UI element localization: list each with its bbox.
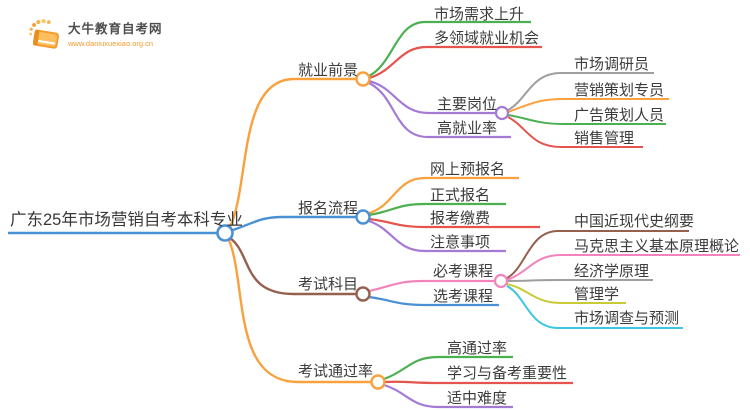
edge-to-required-courses (368, 279, 495, 293)
node-modern-chinese-history[interactable]: 中国近现代史纲要 (574, 213, 695, 230)
edge-to-economics-principles (506, 279, 653, 282)
node-multi-field-opportunities[interactable]: 多领域就业机会 (434, 30, 540, 47)
node-market-demand-rising[interactable]: 市场需求上升 (434, 6, 525, 23)
node-required-courses[interactable]: 必考课程 (433, 263, 494, 280)
node-market-research-forecast[interactable]: 市场调查与预测 (574, 310, 680, 327)
site-name[interactable]: 大牛教育自考网 (68, 22, 163, 36)
edge-to-management (506, 283, 626, 304)
node-notes[interactable]: 注意事项 (430, 234, 491, 251)
edge-to-modern-chinese-history (506, 230, 689, 279)
node-sales-management[interactable]: 销售管理 (574, 130, 635, 147)
edge-to-high-employment-rate (368, 82, 511, 139)
edge-to-marketing-planner (507, 98, 669, 113)
node-registration-process[interactable]: 报名流程 (298, 200, 359, 217)
node-online-pre-registration[interactable]: 网上预报名 (430, 161, 506, 178)
edge-to-sales-management (507, 116, 643, 148)
node-study-importance[interactable]: 学习与备考重要性 (447, 365, 568, 382)
edge-to-main-positions (368, 79, 495, 115)
site-logo[interactable]: 大牛教育自考网 www.daniuxuexiao.org.cn (26, 14, 163, 52)
node-main-positions[interactable]: 主要岗位 (437, 96, 498, 113)
node-toggle-pass-rate[interactable] (370, 374, 386, 390)
edge-to-moderate-difficulty (383, 383, 513, 409)
node-management[interactable]: 管理学 (574, 286, 620, 303)
edge-root-to-job-prospects (228, 77, 356, 228)
node-elective-courses[interactable]: 选考课程 (433, 288, 494, 305)
node-root[interactable]: 广东25年市场营销自考本科专业 (10, 211, 243, 229)
edge-to-elective-courses (368, 295, 499, 307)
node-toggle-registration-process[interactable] (355, 209, 371, 225)
node-registration-payment[interactable]: 报考缴费 (430, 210, 491, 227)
node-toggle-exam-subjects[interactable] (355, 286, 371, 302)
edge-to-multi-field-opportunities (368, 45, 542, 80)
edge-to-study-importance (383, 380, 573, 385)
node-moderate-difficulty[interactable]: 适中难度 (447, 390, 508, 407)
edge-to-market-demand-rising (368, 20, 531, 77)
node-high-pass-rate[interactable]: 高通过率 (447, 340, 508, 357)
edge-to-online-pre-registration (368, 176, 519, 215)
node-marketing-planner[interactable]: 营销策划专员 (574, 82, 665, 99)
book-icon (29, 18, 60, 49)
edge-to-high-pass-rate (383, 355, 513, 381)
node-job-prospects[interactable]: 就业前景 (298, 62, 359, 79)
edge-to-market-research-forecast (506, 285, 683, 329)
node-high-employment-rate[interactable]: 高就业率 (437, 120, 498, 137)
edge-to-ad-planner (507, 114, 666, 125)
edge-to-formal-registration (368, 202, 506, 217)
edge-root-to-registration-process (232, 215, 356, 232)
edge-root-to-exam-subjects (229, 237, 356, 296)
node-toggle-main-positions[interactable] (494, 105, 510, 121)
node-toggle-job-prospects[interactable] (355, 71, 371, 87)
site-url[interactable]: www.daniuxuexiao.org.cn (68, 39, 154, 48)
node-economics-principles[interactable]: 经济学原理 (574, 263, 650, 280)
node-formal-registration[interactable]: 正式报名 (430, 187, 491, 204)
edge-to-market-researcher (507, 72, 654, 111)
edge-to-notes (368, 219, 506, 253)
edge-to-marxism-principles (506, 254, 740, 281)
node-toggle-root[interactable] (216, 224, 234, 242)
node-market-researcher[interactable]: 市场调研员 (574, 56, 650, 73)
node-ad-planner[interactable]: 广告策划人员 (574, 107, 665, 124)
edge-root-to-pass-rate (227, 239, 371, 384)
node-toggle-required-courses[interactable] (493, 273, 509, 289)
node-marxism-principles[interactable]: 马克思主义基本原理概论 (574, 238, 740, 255)
edge-to-registration-payment (368, 217, 540, 229)
node-pass-rate[interactable]: 考试通过率 (298, 363, 374, 380)
node-exam-subjects[interactable]: 考试科目 (298, 276, 359, 293)
